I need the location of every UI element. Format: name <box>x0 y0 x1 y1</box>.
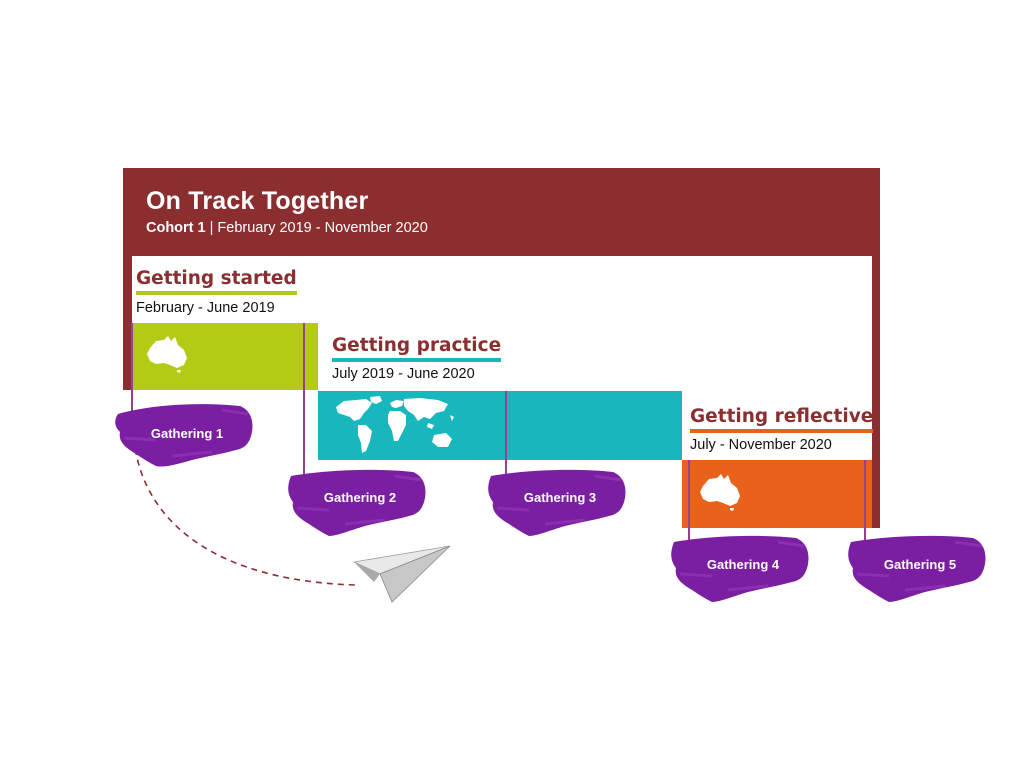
gathering-3: Gathering 3 <box>485 466 635 556</box>
phase-title-getting-started: Getting started <box>136 268 297 295</box>
paper-plane-icon <box>352 545 451 603</box>
phase-bar-getting-practice <box>318 391 682 460</box>
australia-icon <box>147 336 187 373</box>
gathering-5: Gathering 5 <box>845 532 995 622</box>
phase-bar-getting-reflective <box>682 460 872 528</box>
phase-dates-getting-practice: July 2019 - June 2020 <box>332 366 475 382</box>
connector-gathering-2 <box>303 323 305 483</box>
flight-path <box>133 437 356 586</box>
gathering-label: Gathering 3 <box>523 490 597 505</box>
brush-stroke <box>488 469 626 536</box>
connector-gathering-5 <box>864 460 866 550</box>
phase-title-getting-reflective: Getting reflective <box>690 406 874 433</box>
connector-gathering-3 <box>505 391 507 483</box>
phase-dates-getting-started: February - June 2019 <box>136 300 275 316</box>
australia-icon <box>700 474 740 511</box>
brush-stroke <box>848 535 986 602</box>
cohort-label: Cohort 1 <box>146 220 206 236</box>
gathering-2: Gathering 2 <box>285 466 435 556</box>
page-title: On Track Together <box>146 187 369 215</box>
header-banner <box>123 168 880 256</box>
gathering-label: Gathering 5 <box>883 557 957 572</box>
gathering-label: Gathering 1 <box>150 426 224 441</box>
brush-stroke <box>115 404 253 467</box>
gathering-label: Gathering 4 <box>706 557 780 572</box>
phase-dates-getting-reflective: July - November 2020 <box>690 437 832 453</box>
gathering-label: Gathering 2 <box>323 490 397 505</box>
cohort-subtitle: Cohort 1 | February 2019 - November 2020 <box>146 220 428 236</box>
world-map-icon <box>336 396 454 453</box>
brush-stroke <box>671 535 809 602</box>
connector-gathering-1 <box>131 323 133 413</box>
gathering-1: Gathering 1 <box>112 398 262 488</box>
phase-title-getting-practice: Getting practice <box>332 335 502 362</box>
frame-left-edge <box>123 256 132 390</box>
cohort-period: | February 2019 - November 2020 <box>205 220 428 236</box>
gathering-4: Gathering 4 <box>668 532 818 622</box>
frame-right-edge <box>872 256 880 528</box>
phase-bar-getting-started <box>132 323 318 390</box>
brush-stroke <box>288 469 426 536</box>
connector-gathering-4 <box>688 460 690 550</box>
